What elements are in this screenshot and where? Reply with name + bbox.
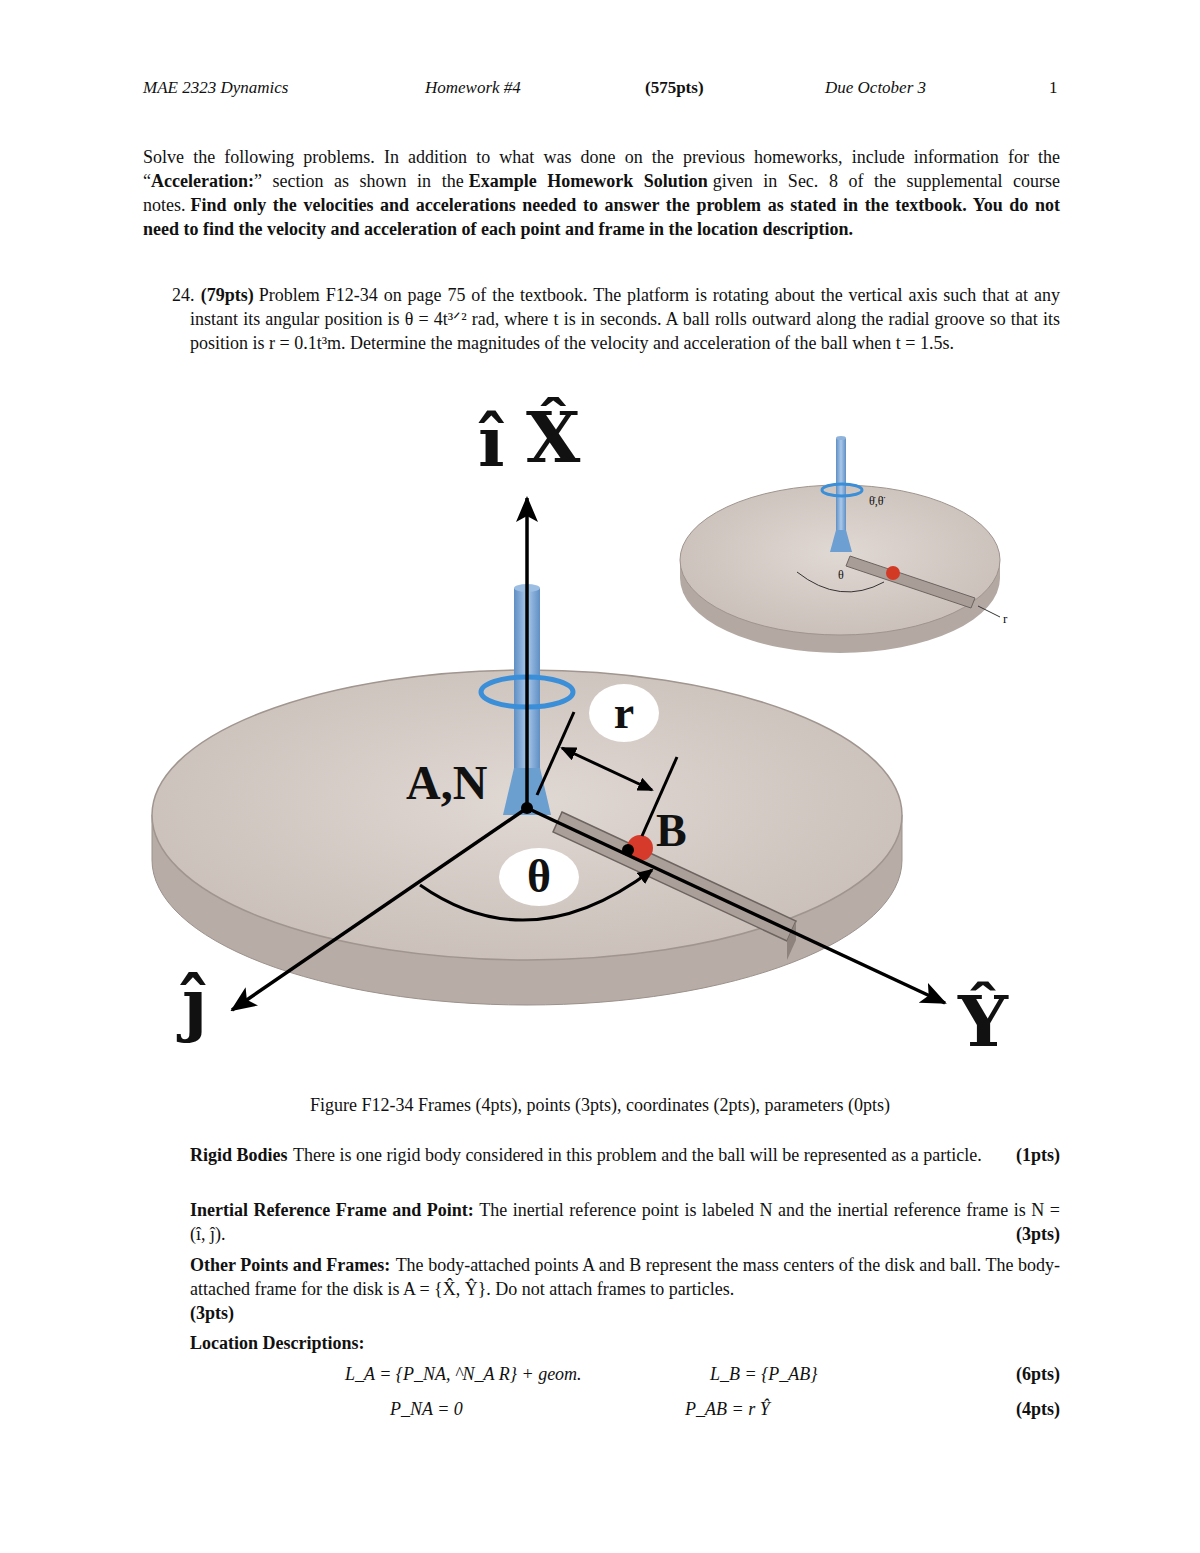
- inset-picture: [680, 436, 1000, 653]
- point-label: B: [656, 805, 687, 856]
- text-block: A,N: [406, 756, 487, 810]
- text-block: Ŷ: [958, 980, 1008, 1064]
- label-oval: θ: [498, 847, 580, 907]
- inset-label: θ: [838, 568, 844, 582]
- section-heading: Inertial Reference Frame and Point:: [190, 1200, 474, 1220]
- text-block: L_B = {P_AB}: [710, 1362, 818, 1386]
- paragraph: Solve the following problems. In additio…: [143, 145, 1060, 241]
- points-value: (4pts): [1016, 1399, 1060, 1419]
- text-block: MAE 2323 Dynamics: [143, 78, 288, 98]
- points-value: (3pts): [1016, 1222, 1060, 1246]
- points-value: (3pts): [190, 1301, 1060, 1325]
- text-block: (575pts): [645, 78, 704, 98]
- section-heading: Location Descriptions:: [190, 1333, 365, 1353]
- section-heading: Other Points and Frames:: [190, 1255, 390, 1275]
- instruction-text: ” section as shown in the: [254, 171, 464, 191]
- text-block: ĵ: [182, 962, 207, 1046]
- figure-caption: Figure F12-34 Frames (4pts), points (3pt…: [310, 1095, 890, 1115]
- equation: P_NA = 0: [390, 1399, 463, 1419]
- header-points: (575pts): [645, 78, 704, 97]
- paragraph: Inertial Reference Frame and Point:The i…: [190, 1198, 1060, 1246]
- instruction-bold: Find only the velocities and acceleratio…: [143, 195, 1060, 239]
- text-block: θ̇,θ̈: [869, 494, 884, 508]
- inset-label: θ̇,θ̈: [869, 494, 884, 508]
- header-homework: Homework #4: [425, 78, 521, 97]
- text-block: 1: [1049, 78, 1058, 98]
- text-block: L_A = {P_NA, ^N_A R} + geom.: [345, 1362, 582, 1386]
- point-label: A,N: [406, 756, 487, 809]
- axis-label: X̂: [526, 396, 580, 479]
- axis-label: Ŷ: [958, 980, 1008, 1063]
- paragraph: 24. (79pts)Problem F12-34 on page 75 of t…: [172, 283, 1060, 355]
- inset-label: r: [1003, 611, 1007, 626]
- text-block: (6pts): [1016, 1362, 1060, 1386]
- oval-fill: [499, 848, 579, 906]
- text-block: Due October 3: [825, 78, 926, 98]
- section-heading: Rigid Bodies: [190, 1145, 288, 1165]
- caption-block: Figure F12-34 Frames (4pts), points (3pt…: [0, 1093, 1200, 1117]
- paragraph: Other Points and Frames:The body-attache…: [190, 1253, 1060, 1325]
- instruction-bold: Acceleration:: [151, 171, 254, 191]
- text-block: X̂: [526, 394, 580, 482]
- axis-label: î: [478, 400, 505, 483]
- header-course: MAE 2323 Dynamics: [143, 78, 288, 97]
- problem-text: Problem F12-34 on page 75 of the textboo…: [190, 285, 1060, 353]
- oval-text: θ: [527, 852, 551, 902]
- text-block: θ: [838, 568, 844, 582]
- oval-text: r: [614, 688, 634, 738]
- page-number: 1: [1049, 78, 1058, 97]
- points-value: (1pts): [1016, 1143, 1060, 1167]
- frame-axes: [232, 498, 945, 1010]
- text-block: î: [478, 402, 505, 482]
- equation: P_AB = r Ŷ: [685, 1399, 770, 1419]
- oval-fill: [589, 684, 659, 742]
- text-block: P_AB = r Ŷ: [685, 1397, 770, 1421]
- instruction-bold: Example Homework Solution: [469, 171, 708, 191]
- axis-label: ĵ: [182, 962, 207, 1045]
- points-value: (79pts): [201, 285, 254, 305]
- text-block: Homework #4: [425, 78, 521, 98]
- text-block: (4pts): [1016, 1397, 1060, 1421]
- equation: L_A = {P_NA, ^N_A R} + geom.: [345, 1364, 582, 1384]
- text-block: P_NA = 0: [390, 1397, 463, 1421]
- problem-number: 24.: [172, 285, 195, 305]
- text-block: Location Descriptions:: [190, 1331, 365, 1355]
- label-oval: r: [588, 683, 660, 743]
- paragraph: Rigid BodiesThere is one rigid body cons…: [190, 1143, 1060, 1167]
- equation: L_B = {P_AB}: [710, 1364, 818, 1384]
- text-block: B: [656, 806, 687, 856]
- header-due: Due October 3: [825, 78, 926, 97]
- text-block: r: [1003, 612, 1007, 626]
- points-value: (6pts): [1016, 1364, 1060, 1384]
- section-text: There is one rigid body considered in th…: [293, 1145, 982, 1165]
